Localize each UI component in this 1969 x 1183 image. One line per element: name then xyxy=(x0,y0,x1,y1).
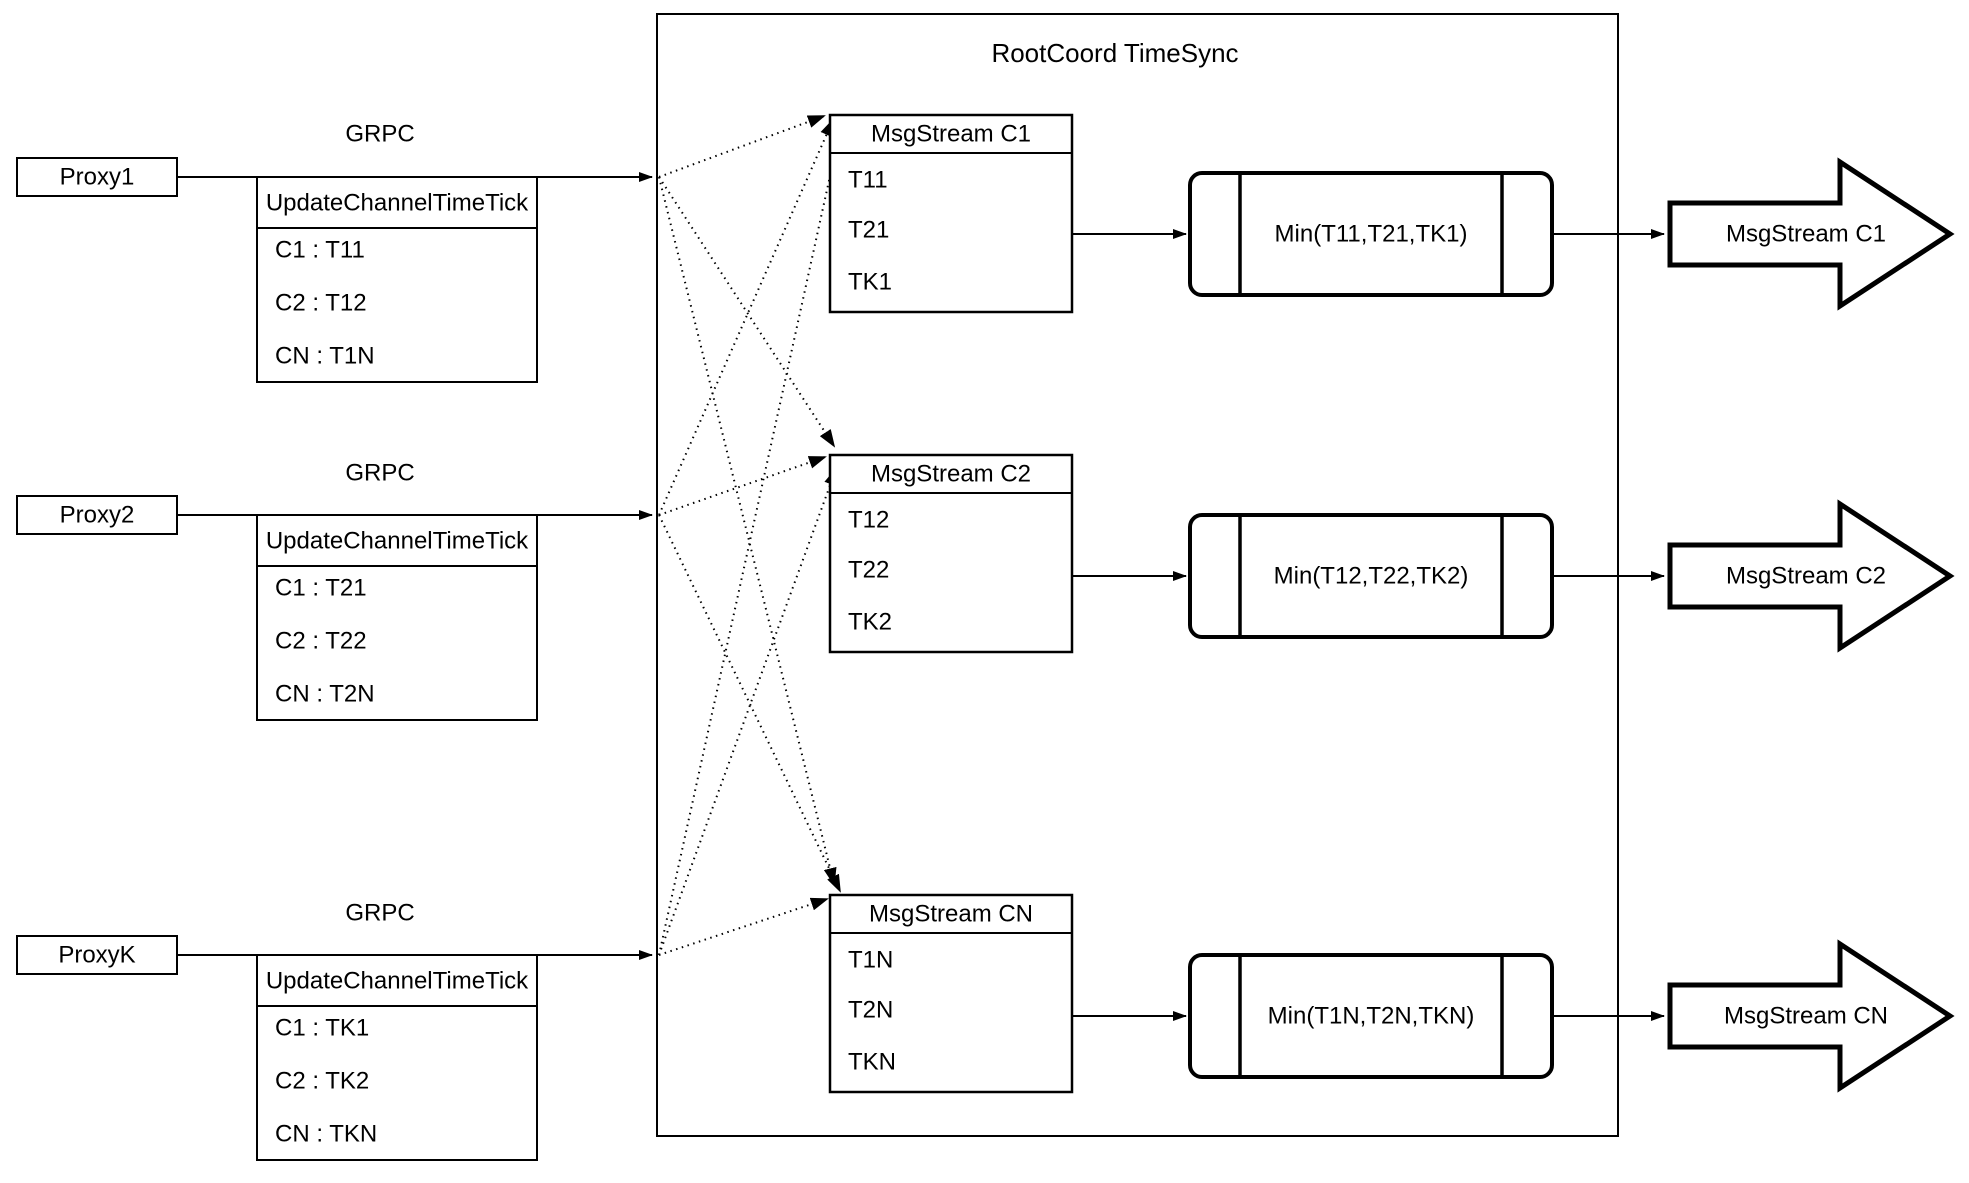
dotted-arrow-p1-cn xyxy=(658,176,837,886)
proxy1-box xyxy=(16,157,178,197)
timetick-table-3: UpdateChannelTimeTick C1 : TK1 C2 : TK2 … xyxy=(256,954,538,1161)
output-arrow-cn-label: MsgStream CN xyxy=(1724,1002,1888,1029)
timetick-table-3-row-c1: C1 : TK1 xyxy=(275,1014,369,1041)
msgstream-c2-value-2: T22 xyxy=(848,556,889,583)
msgstream-box-c1: MsgStream C1 T11 T21 TK1 xyxy=(828,113,1074,314)
msgstream-cn-value-1: T1N xyxy=(848,946,893,973)
msgstream-box-c1-frame xyxy=(828,113,1074,314)
min-node-cn-frame xyxy=(1188,953,1554,1079)
output-arrow-c2: MsgStream C2 xyxy=(1667,499,1955,653)
min-node-c2-label: Min(T12,T22,TK2) xyxy=(1274,562,1469,589)
output-arrow-cn-shape xyxy=(1667,939,1955,1093)
proxyk-box xyxy=(16,935,178,975)
msgstream-c1-value-1: T11 xyxy=(848,166,888,193)
rootcoord-title: RootCoord TimeSync xyxy=(991,38,1238,68)
timetick-table-3-header: UpdateChannelTimeTick xyxy=(266,967,529,994)
output-arrow-cn: MsgStream CN xyxy=(1667,939,1955,1093)
min-node-c2: Min(T12,T22,TK2) xyxy=(1188,513,1554,639)
min-node-c1: Min(T11,T21,TK1) xyxy=(1188,171,1554,297)
proxy1-label: Proxy1 xyxy=(60,163,135,190)
output-arrow-c1-shape xyxy=(1667,157,1955,311)
msgstream-c2-value-3: TK2 xyxy=(848,608,892,635)
timetick-table-1: UpdateChannelTimeTick C1 : T11 C2 : T12 … xyxy=(256,176,538,383)
timetick-table-3-row-cn: CN : TKN xyxy=(275,1120,377,1147)
timetick-table-2-header: UpdateChannelTimeTick xyxy=(266,527,529,554)
timetick-table-1-header: UpdateChannelTimeTick xyxy=(266,189,529,216)
timetick-table-2-row-c2: C2 : T22 xyxy=(275,627,367,654)
min-node-cn: Min(T1N,T2N,TKN) xyxy=(1188,953,1554,1079)
msgstream-cn-value-2: T2N xyxy=(848,996,893,1023)
timetick-table-1-frame xyxy=(256,176,538,383)
dotted-routing-arrows xyxy=(658,115,844,956)
msgstream-box-cn: MsgStream CN T1N T2N TKN xyxy=(828,893,1074,1094)
timetick-table-3-frame xyxy=(256,954,538,1161)
min-node-c2-frame xyxy=(1188,513,1554,639)
min-node-cn-label: Min(T1N,T2N,TKN) xyxy=(1268,1002,1475,1029)
proxy2-label: Proxy2 xyxy=(60,501,135,528)
timetick-table-2-frame xyxy=(256,514,538,721)
msgstream-c1-value-3: TK1 xyxy=(848,268,892,295)
msgstream-box-c1-header: MsgStream C1 xyxy=(871,120,1031,147)
msgstream-c1-value-2: T21 xyxy=(848,216,889,243)
msgstream-box-c2-header: MsgStream C2 xyxy=(871,460,1031,487)
timetick-table-3-row-c2: C2 : TK2 xyxy=(275,1067,369,1094)
grpc-label-3: GRPC xyxy=(345,899,414,926)
timetick-table-2: UpdateChannelTimeTick C1 : T21 C2 : T22 … xyxy=(256,514,538,721)
msgstream-cn-value-3: TKN xyxy=(848,1048,896,1075)
grpc-label-1: GRPC xyxy=(345,120,414,147)
timetick-table-2-row-cn: CN : T2N xyxy=(275,680,375,707)
proxyk-label: ProxyK xyxy=(58,941,135,968)
msgstream-c2-value-1: T12 xyxy=(848,506,889,533)
output-arrow-c2-shape xyxy=(1667,499,1955,653)
timetick-table-1-row-cn: CN : T1N xyxy=(275,342,375,369)
output-arrow-c1-label: MsgStream C1 xyxy=(1726,220,1886,247)
grpc-label-2: GRPC xyxy=(345,459,414,486)
msgstream-box-cn-header: MsgStream CN xyxy=(869,900,1033,927)
output-arrow-c1: MsgStream C1 xyxy=(1667,157,1955,311)
timetick-table-1-row-c1: C1 : T11 xyxy=(275,236,365,263)
min-node-c1-frame xyxy=(1188,171,1554,297)
timetick-table-2-row-c1: C1 : T21 xyxy=(275,574,367,601)
output-arrow-c2-label: MsgStream C2 xyxy=(1726,562,1886,589)
proxy2-box xyxy=(16,495,178,535)
timetick-table-1-row-c2: C2 : T12 xyxy=(275,289,367,316)
msgstream-box-c2-frame xyxy=(828,453,1074,654)
min-node-c1-label: Min(T11,T21,TK1) xyxy=(1275,220,1468,247)
dotted-arrow-pk-c2 xyxy=(658,467,837,956)
msgstream-box-c2: MsgStream C2 T12 T22 TK2 xyxy=(828,453,1074,654)
msgstream-box-cn-frame xyxy=(828,893,1074,1094)
